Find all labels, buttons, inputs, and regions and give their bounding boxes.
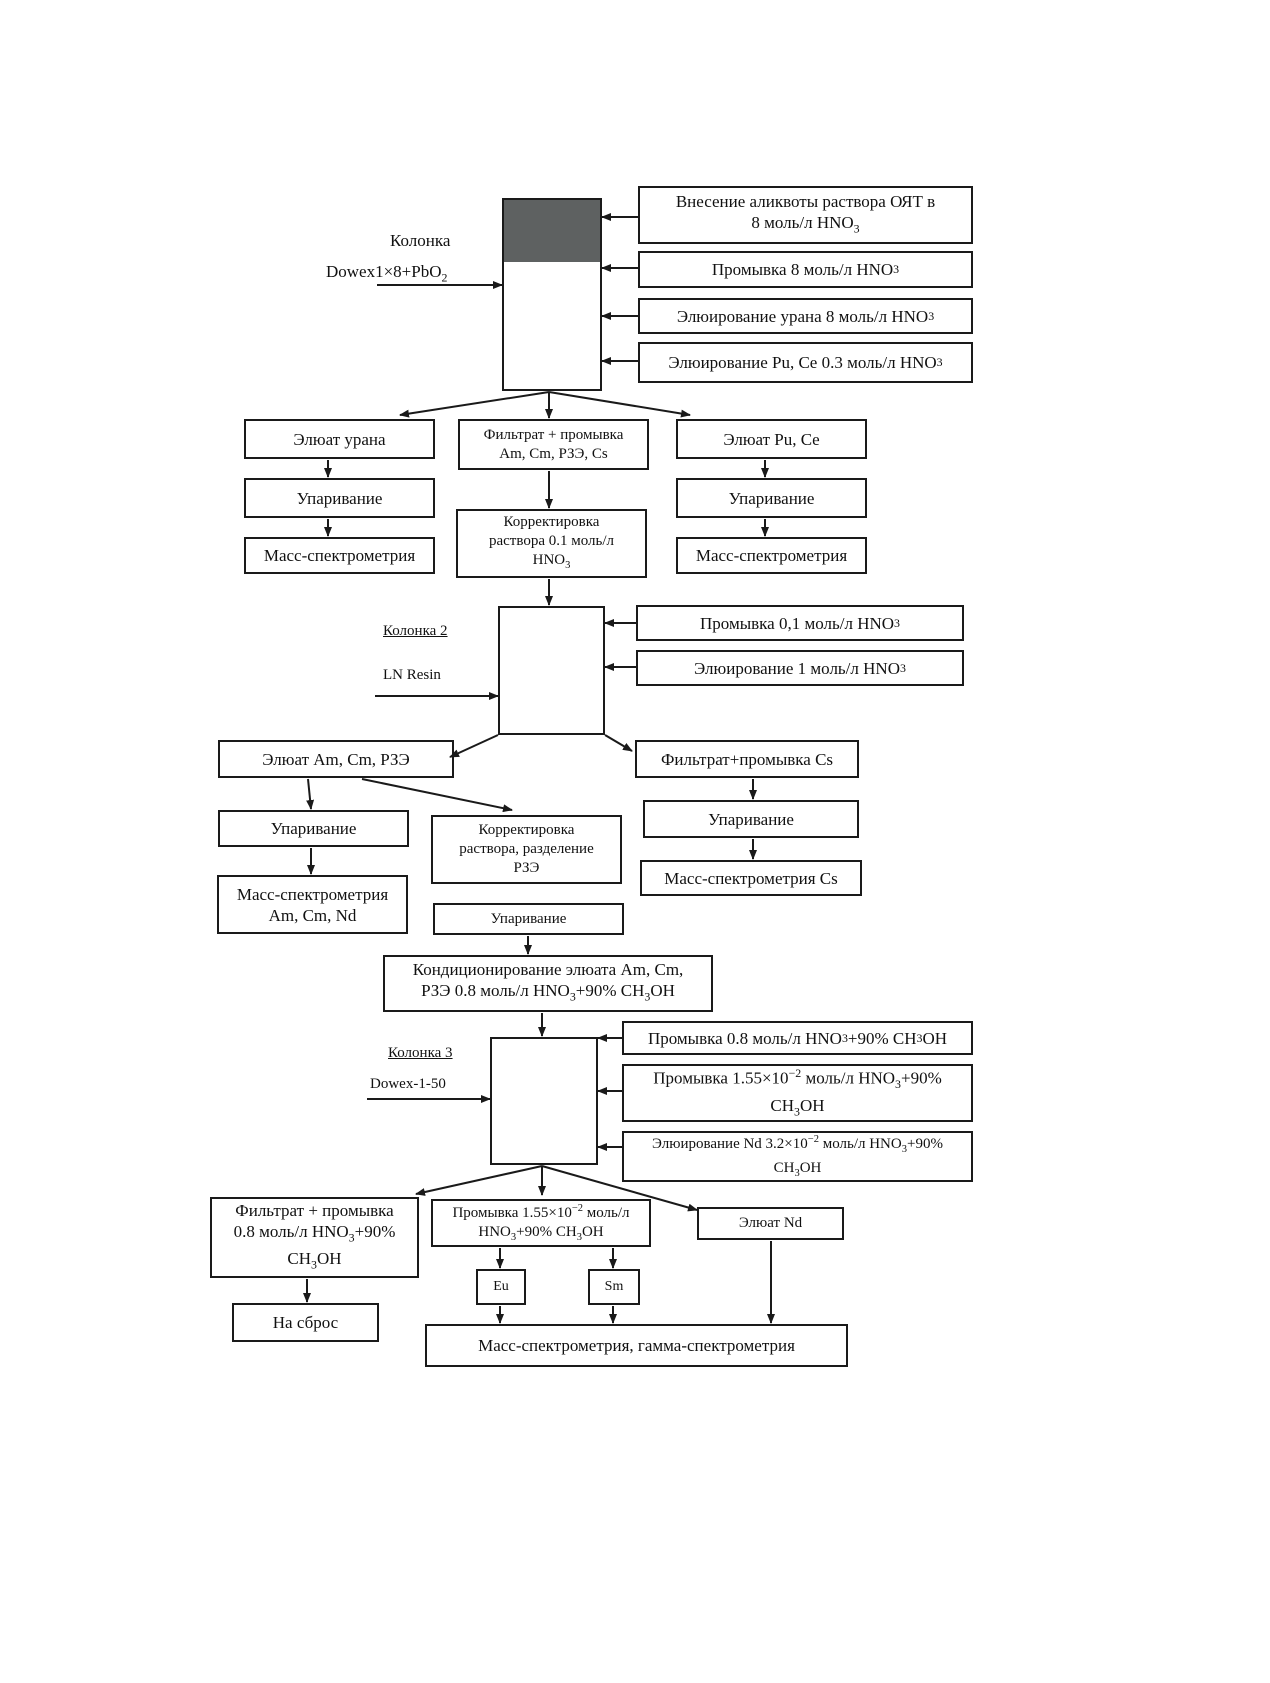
waste-filtrate: Фильтрат + промывка 0.8 моль/л HNO3+90% … bbox=[210, 1197, 419, 1278]
sm-fraction: Sm bbox=[588, 1269, 640, 1305]
drain: На сброс bbox=[232, 1303, 379, 1342]
cs-evaporation: Упаривание bbox=[643, 800, 859, 838]
am-cm-ree-eluate: Элюат Am, Cm, РЗЭ bbox=[218, 740, 454, 778]
column1-loaded-zone bbox=[504, 200, 600, 262]
final-mass-gamma-spec: Масс-спектрометрия, гамма-спектрометрия bbox=[425, 1324, 848, 1367]
column3-title: Колонка 3 bbox=[388, 1045, 453, 1061]
feed-wash-1-55e-2: Промывка 1.55×10−2 моль/л HNO3+90% CH3OH bbox=[622, 1064, 973, 1122]
column1-title: Колонка bbox=[390, 231, 451, 250]
cs-filtrate: Фильтрат+промывка Cs bbox=[635, 740, 859, 778]
correction-0-1m: Корректировка раствора 0.1 моль/л HNO3 bbox=[456, 509, 647, 578]
eu-fraction: Eu bbox=[476, 1269, 526, 1305]
correction-ree-separation: Корректировка раствора, разделение РЗЭ bbox=[431, 815, 622, 884]
nd-eluate: Элюат Nd bbox=[697, 1207, 844, 1240]
wash-eu-sm: Промывка 1.55×10−2 моль/л HNO3+90% CH3OH bbox=[431, 1199, 651, 1247]
column2-title: Колонка 2 bbox=[383, 623, 448, 639]
column1-resin: Dowex1×8+PbO2 bbox=[326, 262, 448, 285]
column3 bbox=[490, 1037, 598, 1165]
uranium-evaporation: Упаривание bbox=[244, 478, 435, 518]
column1 bbox=[502, 198, 602, 391]
pu-ce-mass-spec: Масс-спектрометрия bbox=[676, 537, 867, 574]
feed-load-aliquot: Внесение аликвоты раствора ОЯТ в 8 моль/… bbox=[638, 186, 973, 244]
uranium-eluate: Элюат урана bbox=[244, 419, 435, 459]
pu-ce-eluate: Элюат Pu, Ce bbox=[676, 419, 867, 459]
conditioning-eluate: Кондиционирование элюата Am, Cm, РЗЭ 0.8… bbox=[383, 955, 713, 1012]
feed-elute-nd: Элюирование Nd 3.2×10−2 моль/л HNO3+90% … bbox=[622, 1131, 973, 1182]
filtrate-am-cm-ree-cs: Фильтрат + промывка Am, Cm, РЗЭ, Cs bbox=[458, 419, 649, 470]
cs-mass-spec: Масс-спектрометрия Cs bbox=[640, 860, 862, 896]
am-cm-evaporation: Упаривание bbox=[218, 810, 409, 847]
pu-ce-evaporation: Упаривание bbox=[676, 478, 867, 518]
column2-resin: LN Resin bbox=[383, 667, 441, 683]
ree-evaporation: Упаривание bbox=[433, 903, 624, 935]
column3-resin: Dowex-1-50 bbox=[370, 1076, 446, 1092]
uranium-mass-spec: Масс-спектрометрия bbox=[244, 537, 435, 574]
am-cm-nd-mass-spec: Масс-спектрометрия Am, Cm, Nd bbox=[217, 875, 408, 934]
